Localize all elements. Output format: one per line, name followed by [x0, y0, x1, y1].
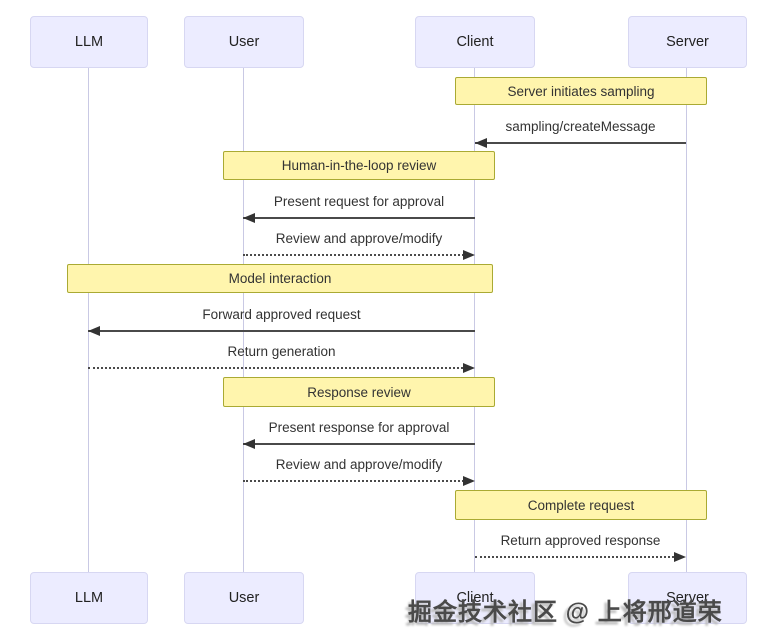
actor-user-top: User: [184, 16, 304, 68]
message-label-review-approve-1: Review and approve/modify: [275, 231, 443, 246]
arrowhead-left-icon: [475, 138, 487, 148]
actor-client-top: Client: [415, 16, 535, 68]
message-line-7: [243, 480, 467, 482]
message-line-4: [88, 330, 475, 332]
arrowhead-left-icon: [88, 326, 100, 336]
arrowhead-right-icon: [674, 552, 686, 562]
message-label-sampling-createmessage: sampling/createMessage: [505, 119, 656, 134]
message-label-forward-approved-request: Forward approved request: [202, 307, 361, 322]
message-label-present-request: Present request for approval: [273, 194, 445, 209]
arrowhead-right-icon: [463, 476, 475, 486]
arrowhead-right-icon: [463, 250, 475, 260]
actor-client-bottom: Client: [415, 572, 535, 624]
message-line-1: [475, 142, 686, 144]
arrowhead-left-icon: [243, 213, 255, 223]
actor-user-bottom: User: [184, 572, 304, 624]
note-human-in-the-loop-review: Human-in-the-loop review: [223, 151, 495, 180]
watermark-text: 掘金技术社区 @ 上将邢道荣: [408, 599, 723, 626]
message-label-return-approved-response: Return approved response: [500, 533, 661, 548]
message-line-5: [88, 367, 467, 369]
lifeline-user: [243, 68, 244, 573]
note-model-interaction: Model interaction: [67, 264, 493, 293]
message-label-return-generation: Return generation: [227, 344, 336, 359]
note-server-initiates-sampling: Server initiates sampling: [455, 77, 707, 105]
lifeline-llm: [88, 68, 89, 573]
lifeline-client: [474, 68, 475, 573]
actor-llm-bottom: LLM: [30, 572, 148, 624]
arrowhead-left-icon: [243, 439, 255, 449]
note-response-review: Response review: [223, 377, 495, 407]
actor-server-top: Server: [628, 16, 747, 68]
arrowhead-right-icon: [463, 363, 475, 373]
message-line-2: [243, 217, 475, 219]
lifeline-server: [686, 68, 687, 573]
note-complete-request: Complete request: [455, 490, 707, 520]
actor-llm-top: LLM: [30, 16, 148, 68]
message-label-review-approve-2: Review and approve/modify: [275, 457, 443, 472]
actor-server-bottom: Server: [628, 572, 747, 624]
message-line-3: [243, 254, 467, 256]
message-line-6: [243, 443, 475, 445]
message-label-present-response: Present response for approval: [268, 420, 450, 435]
message-line-8: [475, 556, 678, 558]
